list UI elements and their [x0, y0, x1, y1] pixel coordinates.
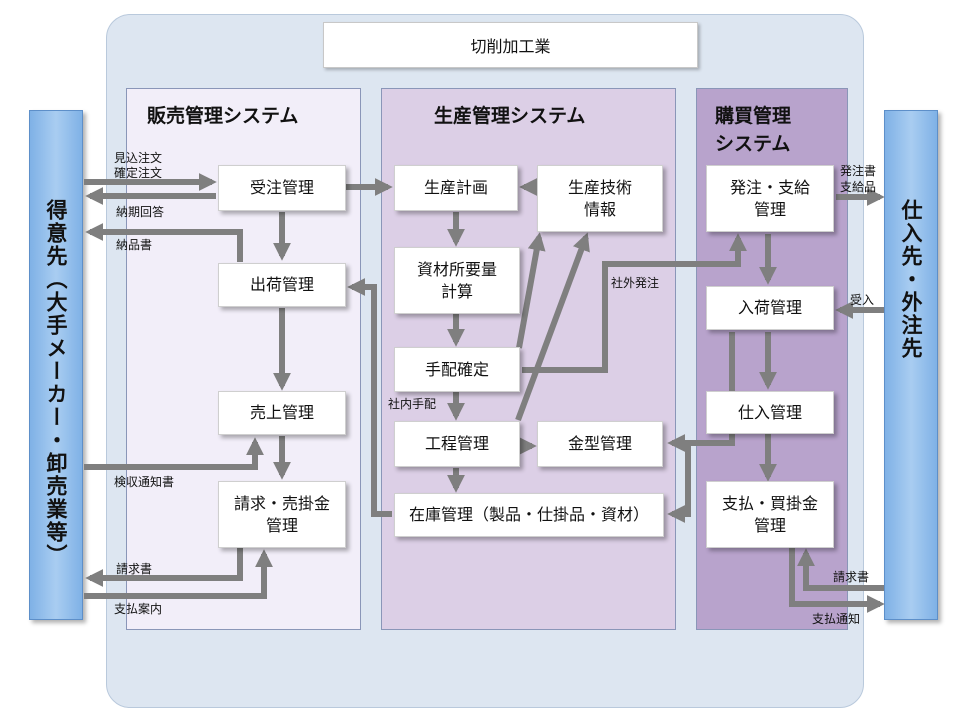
billing-management-line2: 管理 — [265, 515, 298, 535]
arrow-shipping-to-customer — [85, 223, 243, 262]
label-invoice-right: 請求書 — [833, 570, 870, 584]
billing-management-line1: 請求・売掛金 — [233, 493, 330, 513]
production-technology-line2: 情報 — [583, 199, 616, 219]
payment-management-line1: 支払・買掛金 — [721, 493, 818, 513]
mrp-calculation-node: 資材所要量 計算 — [394, 247, 520, 314]
payment-management-line2: 管理 — [753, 515, 786, 535]
label-inspection-notice: 検収通知書 — [114, 475, 175, 489]
arrangement-confirm-node: 手配確定 — [394, 347, 520, 392]
mrp-calculation-line2: 計算 — [440, 281, 473, 301]
production-technology-line1: 生産技術 — [567, 177, 632, 197]
order-management-node: 受注管理 — [218, 165, 346, 211]
purchasing-system-title-line1: 購買管理 — [715, 105, 792, 127]
purchase-order-node: 発注・支給 管理 — [706, 165, 834, 232]
sales-system-title: 販売管理システム — [147, 105, 299, 127]
arrow-customer-to-billing — [84, 549, 273, 599]
customer-party-label: 得意先（大手メーカー・卸売業等） — [44, 199, 68, 567]
purchasing-system-title-line2: システム — [715, 133, 791, 155]
arrow-billing-to-customer — [85, 548, 243, 587]
label-delivery-reply: 納期回答 — [116, 205, 165, 219]
sales-management-node: 売上管理 — [218, 391, 346, 435]
mrp-calculation-line1: 資材所要量 — [416, 259, 497, 279]
arrow-supplier-to-payment — [797, 548, 884, 591]
customer-party: 得意先（大手メーカー・卸売業等） — [29, 110, 83, 620]
page-title: 切削加工業 — [323, 22, 698, 68]
arrow-inventory-to-shipping — [347, 278, 392, 517]
purchase-order-line1: 発注・支給 — [729, 177, 810, 197]
label-delivery-note: 納品書 — [116, 238, 153, 252]
production-plan-node: 生産計画 — [394, 165, 518, 211]
payment-management-node: 支払・買掛金 管理 — [706, 481, 834, 548]
arrow-process-to-tech — [515, 232, 590, 422]
supplier-party-label: 仕入先・外注先 — [899, 199, 923, 360]
label-firm-order: 確定注文 — [114, 166, 163, 180]
process-management-node: 工程管理 — [394, 421, 520, 467]
label-forecast-order: 見込注文 — [114, 151, 163, 165]
arrow-arrangement-to-po — [522, 233, 747, 373]
arrow-payment-to-supplier — [789, 548, 885, 613]
label-internal-order: 社内手配 — [388, 397, 437, 411]
receiving-management-node: 入荷管理 — [706, 286, 834, 330]
die-management-node: 金型管理 — [537, 421, 663, 467]
label-receipt: 受入 — [850, 293, 875, 307]
label-payment-notice: 支払通知 — [812, 612, 861, 626]
arrow-arrangement-to-tech — [516, 232, 546, 349]
label-outsourcing: 社外発注 — [611, 276, 660, 290]
label-supplied-items: 支給品 — [840, 180, 877, 194]
shipping-management-node: 出荷管理 — [218, 263, 346, 307]
purchase-order-line2: 管理 — [753, 199, 786, 219]
production-system-title: 生産管理システム — [434, 105, 586, 127]
arrow-receiving-to-inventory — [667, 443, 691, 523]
arrow-customer-to-sales — [84, 437, 264, 470]
label-payment-guide: 支払案内 — [114, 602, 163, 616]
billing-management-node: 請求・売掛金 管理 — [218, 481, 346, 548]
purchase-management-node: 仕入管理 — [706, 391, 834, 434]
production-technology-node: 生産技術 情報 — [537, 165, 663, 232]
label-po-document: 発注書 — [840, 164, 877, 178]
supplier-party: 仕入先・外注先 — [884, 110, 938, 620]
arrow-receiving-to-die — [667, 332, 735, 452]
inventory-management-node: 在庫管理（製品・仕掛品・資材） — [394, 493, 664, 537]
label-invoice-left: 請求書 — [116, 562, 153, 576]
